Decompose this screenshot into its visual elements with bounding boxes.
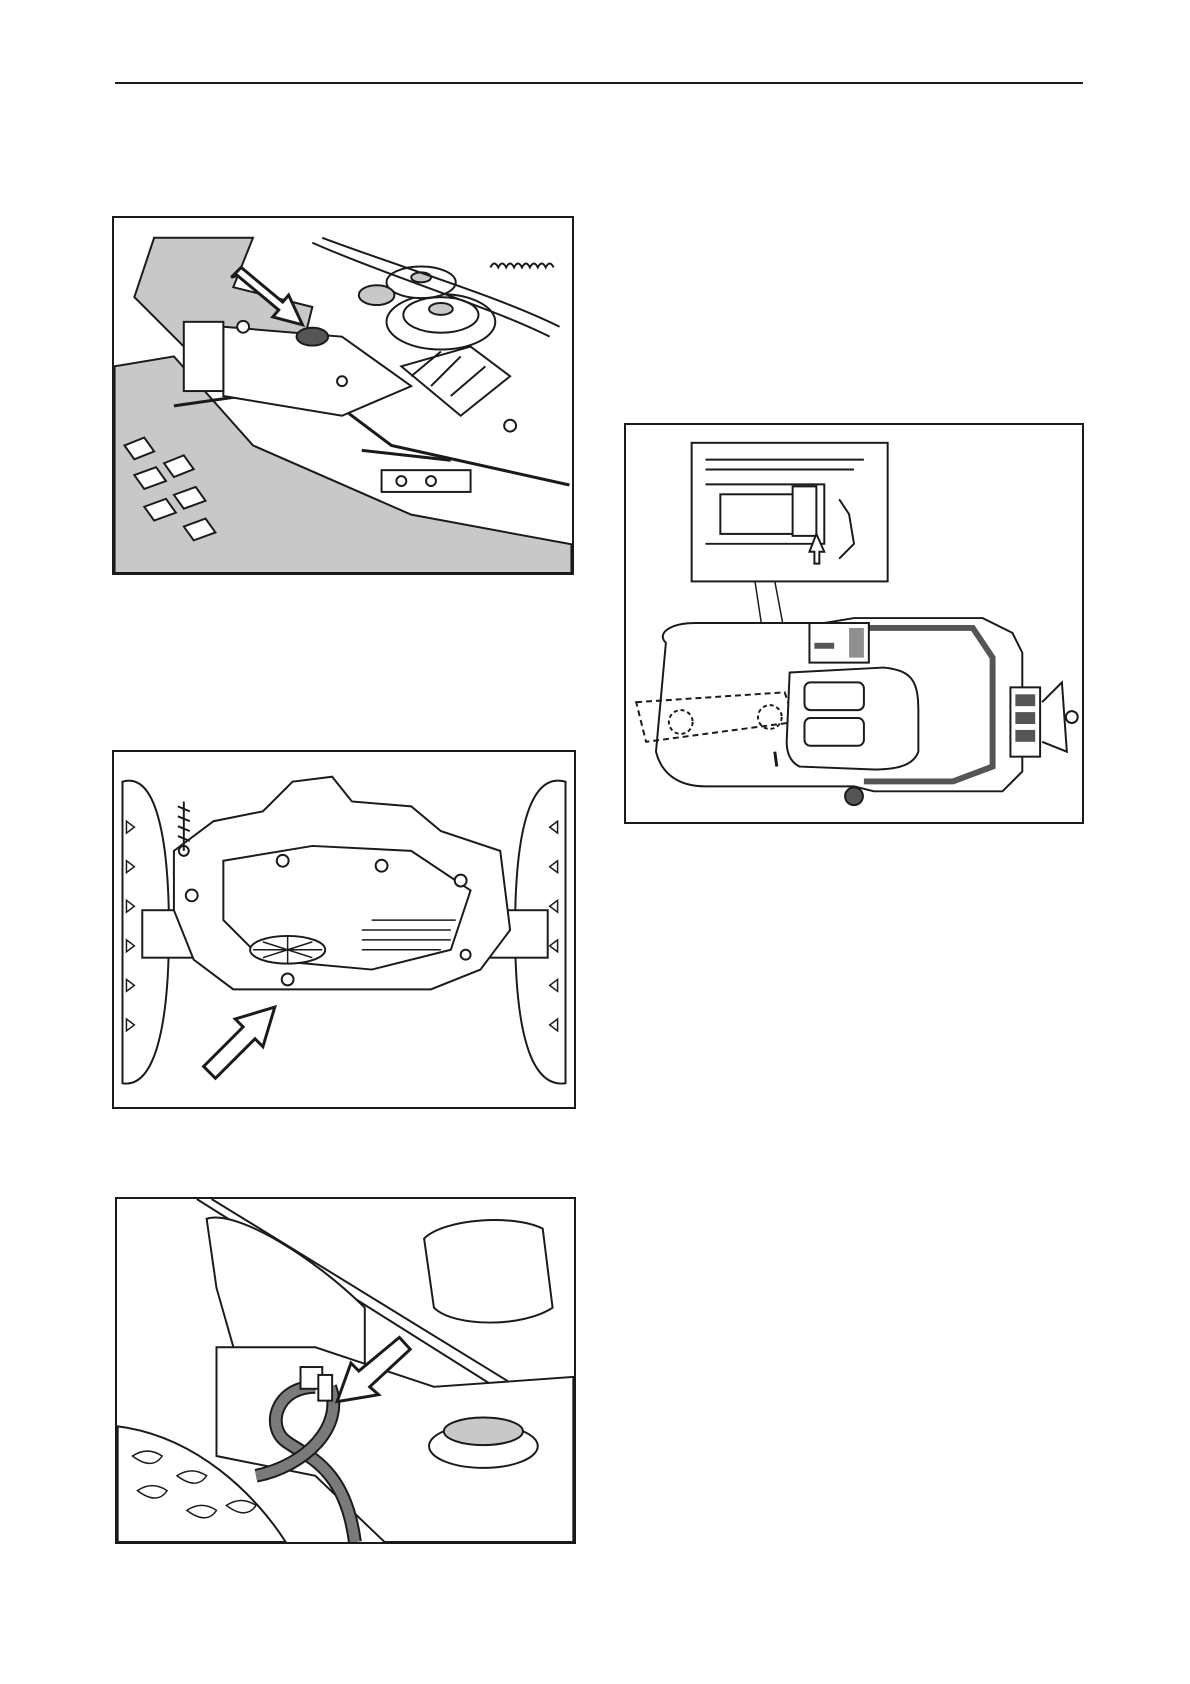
filler-cap-icon xyxy=(297,328,329,346)
pointer-arrow-icon xyxy=(204,1007,275,1078)
mower-top-view-illustration xyxy=(626,425,1082,822)
figure-mower-top-view xyxy=(624,423,1084,824)
fan-icon xyxy=(401,347,510,416)
figure-belt-pulley xyxy=(112,216,574,575)
figure-transmission-drain xyxy=(112,750,576,1109)
belt-pulley-illustration xyxy=(114,218,572,573)
hose-connector-illustration xyxy=(117,1199,574,1542)
drain-plug-icon xyxy=(282,974,294,986)
transmission-illustration xyxy=(114,752,574,1107)
figure-hose-connector xyxy=(115,1197,576,1544)
header-rule xyxy=(115,82,1083,84)
